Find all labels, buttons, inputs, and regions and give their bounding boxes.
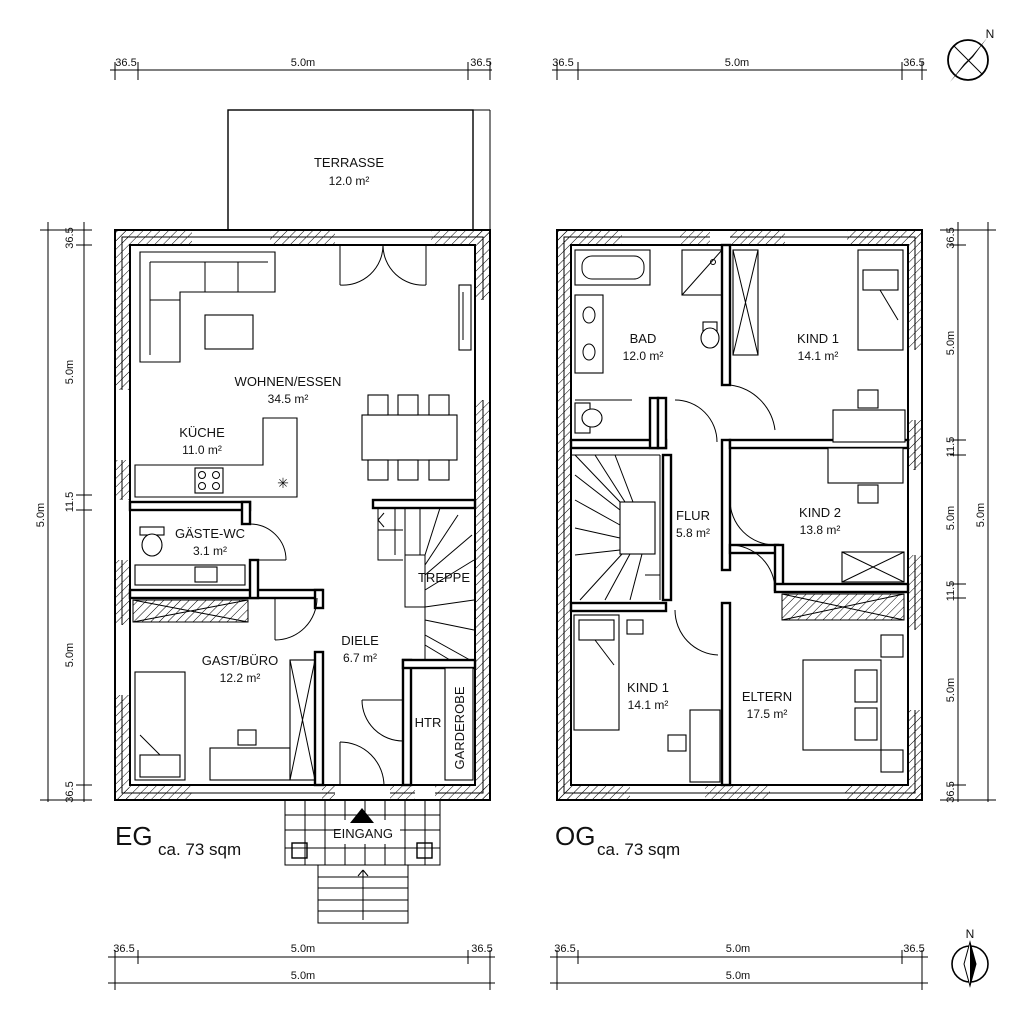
- floor-area-note-eg: ca. 73 sqm: [158, 840, 241, 859]
- og-doors: [674, 384, 776, 656]
- guest-office-furniture: [132, 597, 318, 781]
- room-gast-buero-area: 12.2 m²: [220, 671, 261, 685]
- og-dim-top-mid: 5.0m: [725, 57, 749, 69]
- room-bad-name: BAD: [630, 331, 657, 346]
- room-terrasse-name: TERRASSE: [314, 155, 384, 170]
- kitchen-counter: ✳: [134, 417, 298, 498]
- og-right-dimension: 36.5 5.0m 11.5 5.0m 11.5 5.0m 36.5 5.0m: [940, 222, 996, 803]
- eg-dim-top-right: 36.5: [470, 57, 491, 69]
- og-outer-walls: [556, 229, 923, 801]
- eg-left-dimension: 5.0m 36.5 5.0m 11.5 5.0m 36.5: [35, 222, 92, 803]
- living-furniture: [139, 251, 472, 363]
- room-wohnen-name: WOHNEN/ESSEN: [235, 374, 342, 389]
- room-kind2-area: 13.8 m²: [800, 523, 841, 537]
- og-dim-right-c: 11.5: [945, 437, 957, 458]
- room-flur-name: FLUR: [676, 508, 710, 523]
- og-dim-bottom-left: 36.5: [554, 943, 575, 955]
- floor-label-eg: EG: [115, 821, 153, 851]
- room-eltern-name: ELTERN: [742, 689, 792, 704]
- eg-staircase: [377, 507, 475, 661]
- room-wohnen-area: 34.5 m²: [268, 392, 309, 406]
- floor-area-note-og: ca. 73 sqm: [597, 840, 680, 859]
- entrance-area: [284, 799, 441, 924]
- room-diele-area: 6.7 m²: [343, 651, 377, 665]
- compass-icon: N: [947, 27, 995, 82]
- guest-wc-fixtures: [134, 523, 287, 586]
- kind1-bottom-furniture: [573, 614, 721, 783]
- eg-top-dimension: 36.5 5.0m 36.5: [110, 57, 492, 80]
- eg-dim-bottom-left: 36.5: [113, 943, 134, 955]
- eltern-furniture: [781, 593, 905, 773]
- eg-dim-left-a: 36.5: [64, 227, 76, 248]
- room-bad-area: 12.0 m²: [623, 349, 664, 363]
- og-dim-bottom-total: 5.0m: [726, 970, 750, 982]
- north-arrow-icon: N: [951, 927, 989, 988]
- sink-mark-icon: ✳: [277, 475, 289, 491]
- og-bottom-dimension: 36.5 5.0m 36.5 5.0m: [550, 943, 928, 990]
- eg-dim-bottom-mid: 5.0m: [291, 943, 315, 955]
- room-treppe-name: TREPPE: [418, 570, 470, 585]
- og-interior-walls: [569, 243, 910, 787]
- terrace-outline: [227, 109, 474, 231]
- eg-dim-left-b: 5.0m: [64, 360, 76, 384]
- room-kind1-top-name: KIND 1: [797, 331, 839, 346]
- eg-dim-bottom-total: 5.0m: [291, 970, 315, 982]
- eg-dim-left-e: 36.5: [64, 781, 76, 802]
- og-dim-right-total: 5.0m: [975, 503, 987, 527]
- eg-bottom-dimension: 36.5 5.0m 36.5 5.0m: [108, 943, 495, 990]
- room-terrasse-area: 12.0 m²: [329, 174, 370, 188]
- eg-interior-walls: [128, 498, 477, 787]
- room-htr-name: HTR: [415, 715, 442, 730]
- og-dim-right-a: 36.5: [945, 227, 957, 248]
- floor-label-og: OG: [555, 821, 595, 851]
- room-kind1-bottom-area: 14.1 m²: [628, 698, 669, 712]
- upper-floor-plan: 36.5 5.0m 36.5: [550, 57, 996, 990]
- dining-set: [361, 394, 458, 481]
- og-dim-right-f: 5.0m: [945, 678, 957, 702]
- room-flur-area: 5.8 m²: [676, 526, 710, 540]
- eg-dim-top-left: 36.5: [115, 57, 136, 69]
- og-staircase: [571, 454, 661, 601]
- eg-dim-left-total: 5.0m: [35, 503, 47, 527]
- room-gast-buero-name: GAST/BÜRO: [202, 653, 279, 668]
- room-eltern-area: 17.5 m²: [747, 707, 788, 721]
- eg-dim-bottom-right: 36.5: [471, 943, 492, 955]
- eg-dim-left-c: 11.5: [64, 492, 76, 513]
- room-kind1-bottom-name: KIND 1: [627, 680, 669, 695]
- og-dim-right-e: 11.5: [945, 581, 957, 602]
- room-gaeste-wc-name: GÄSTE-WC: [175, 526, 245, 541]
- room-garderobe-name: GARDEROBE: [452, 686, 467, 769]
- og-top-dimension: 36.5 5.0m 36.5: [552, 57, 927, 80]
- eg-doors: [339, 667, 474, 787]
- og-dim-top-right: 36.5: [903, 57, 924, 69]
- north-arrow-label: N: [966, 927, 975, 941]
- kind2-furniture: [827, 447, 905, 583]
- og-dim-right-b: 5.0m: [945, 331, 957, 355]
- og-dim-bottom-mid: 5.0m: [726, 943, 750, 955]
- terrace-door: [339, 244, 427, 286]
- og-dim-top-left: 36.5: [552, 57, 573, 69]
- compass-north-label: N: [986, 27, 995, 41]
- room-kind1-top-area: 14.1 m²: [798, 349, 839, 363]
- og-dim-right-g: 36.5: [945, 781, 957, 802]
- room-kind2-name: KIND 2: [799, 505, 841, 520]
- eg-dim-top-mid: 5.0m: [291, 57, 315, 69]
- room-kueche-area: 11.0 m²: [182, 443, 222, 457]
- room-eingang-name: EINGANG: [333, 826, 393, 841]
- og-dim-right-d: 5.0m: [945, 506, 957, 530]
- room-gaeste-wc-area: 3.1 m²: [193, 544, 227, 558]
- ground-floor-plan: 36.5 5.0m 36.5 TERRASSE 12.0 m²: [35, 57, 495, 990]
- eg-outer-walls: [114, 229, 491, 801]
- room-diele-name: DIELE: [341, 633, 379, 648]
- eg-dim-left-d: 5.0m: [64, 643, 76, 667]
- bathroom-fixtures: [574, 249, 723, 434]
- kind1-top-furniture: [732, 249, 906, 443]
- room-kueche-name: KÜCHE: [179, 425, 225, 440]
- og-dim-bottom-right: 36.5: [903, 943, 924, 955]
